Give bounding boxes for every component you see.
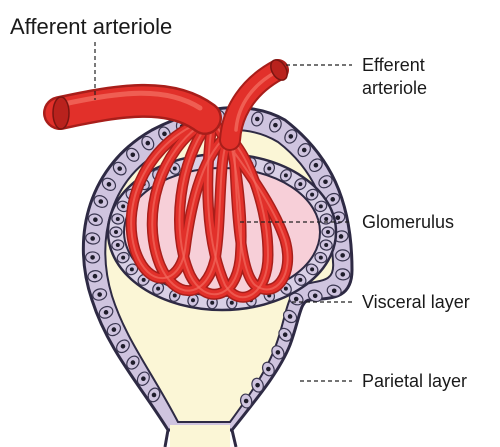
cell-nucleus (326, 230, 330, 234)
cell-nucleus (115, 216, 120, 221)
efferent-opening (270, 59, 288, 81)
cell-nucleus (210, 300, 215, 305)
leader-lines (94, 42, 352, 382)
cell-nucleus (318, 204, 323, 209)
cell-nucleus (267, 166, 272, 171)
glomerular-capillaries (125, 114, 294, 303)
afferent-opening (52, 96, 70, 130)
cell-nucleus (172, 166, 177, 171)
cell-nucleus (310, 192, 315, 197)
efferent-arteriole (219, 59, 289, 151)
cell-nucleus (298, 277, 303, 282)
cell-nucleus (92, 273, 98, 279)
cell-nucleus (340, 253, 345, 258)
cell-nucleus (130, 360, 136, 365)
cell-nucleus (141, 277, 146, 282)
cell-nucleus (318, 255, 323, 260)
cell-nucleus (324, 243, 329, 248)
cell-nucleus (151, 392, 157, 398)
cell-nucleus (335, 215, 341, 221)
cell-nucleus (111, 327, 117, 332)
cell-nucleus (283, 286, 288, 291)
tubule-wall-right (230, 429, 238, 447)
cell-nucleus (310, 267, 315, 272)
cell-nucleus (312, 293, 318, 299)
cell-nucleus (243, 398, 249, 404)
cell-nucleus (129, 267, 134, 272)
cell-nucleus (190, 298, 195, 303)
cell-nucleus (103, 310, 109, 315)
cell-nucleus (90, 255, 95, 260)
cell-nucleus (331, 288, 337, 294)
cell-nucleus (121, 204, 126, 209)
cell-nucleus (293, 296, 299, 302)
cell-nucleus (121, 255, 126, 260)
cell-nucleus (330, 197, 336, 202)
cell-nucleus (229, 300, 234, 305)
cell-nucleus (97, 292, 102, 297)
cell-nucleus (162, 131, 167, 137)
tubule-opening (170, 425, 230, 447)
cell-nucleus (145, 140, 151, 146)
visceral-layer-label: Visceral layer (362, 292, 470, 312)
cell-nucleus (156, 286, 161, 291)
cell-nucleus (254, 116, 260, 122)
cell-nucleus (288, 134, 294, 139)
cell-nucleus (93, 217, 98, 222)
cell-nucleus (282, 332, 288, 338)
cell-nucleus (275, 350, 281, 355)
cell-nucleus (301, 147, 307, 153)
cell-nucleus (114, 230, 118, 234)
cell-nucleus (98, 199, 104, 204)
cell-nucleus (130, 152, 136, 158)
cell-nucleus (172, 293, 177, 298)
cell-nucleus (117, 166, 122, 171)
cell-nucleus (340, 272, 346, 277)
cell-nucleus (283, 173, 288, 178)
cell-nucleus (287, 314, 293, 319)
parietal-layer-label: Parietal layer (362, 371, 467, 391)
cell-nucleus (141, 376, 146, 382)
glomerulus-label: Glomerulus (362, 212, 454, 232)
cell-nucleus (255, 382, 260, 388)
efferent-arteriole-label-line1: Efferent (362, 55, 425, 75)
cell-nucleus (273, 122, 278, 128)
cell-nucleus (313, 162, 319, 168)
cell-nucleus (90, 236, 95, 241)
cell-nucleus (298, 182, 303, 187)
efferent-arteriole-label-line2: arteriole (362, 78, 427, 98)
cell-nucleus (266, 366, 271, 372)
afferent-arteriole (43, 83, 222, 135)
cell-nucleus (323, 179, 328, 185)
cell-nucleus (324, 216, 329, 221)
cell-nucleus (106, 182, 112, 187)
cell-nucleus (115, 243, 120, 248)
cell-nucleus (338, 234, 344, 239)
cell-nucleus (120, 343, 126, 349)
tubule-wall-left (163, 429, 170, 447)
afferent-arteriole-label: Afferent arteriole (10, 14, 172, 39)
